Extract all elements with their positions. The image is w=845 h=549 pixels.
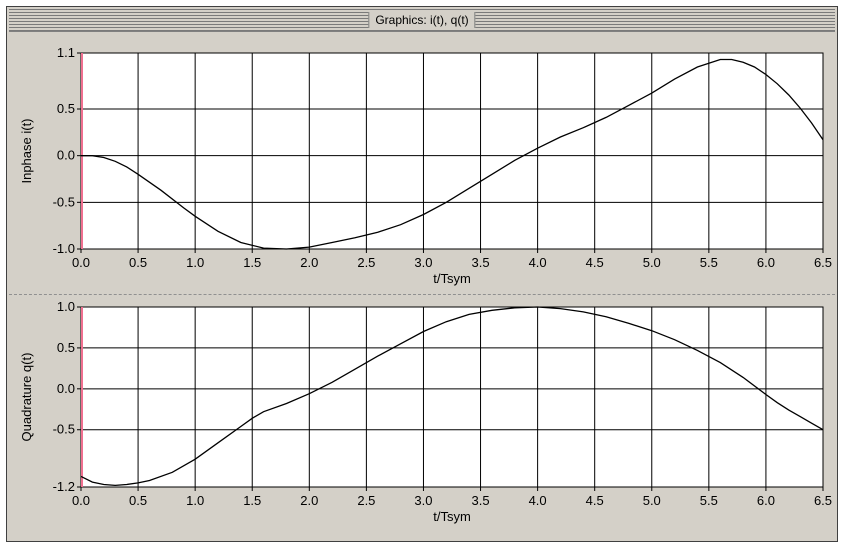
y-tick-label: 1.1	[57, 45, 75, 60]
x-tick-label: 3.5	[471, 493, 489, 508]
y-tick-label: 0.5	[57, 340, 75, 355]
x-tick-label: 2.5	[357, 493, 375, 508]
inphase-chart-panel: 0.0 0.5 1.0 1.5 2.0 2.5 3.0 3.5 4.0 4.5 5.0 5.5 6.0 6…	[9, 33, 835, 291]
x-tick-label: 0.0	[72, 255, 90, 270]
quadrature-chart-panel: 0.0 0.5 1.0 1.5 2.0 2.5 3.0 3.5 4.0 4.5 5.0 5.5 6.0 6…	[9, 294, 835, 540]
x-tick-label: 6.5	[814, 493, 832, 508]
x-tick-label: 6.5	[814, 255, 832, 270]
x-tick-label: 1.5	[243, 493, 261, 508]
x-tick-label: 3.0	[414, 255, 432, 270]
x-tick-label: 1.0	[186, 255, 204, 270]
x-tick-label: 5.5	[700, 255, 718, 270]
x-tick-label: 2.5	[357, 255, 375, 270]
x-tick-label: 4.0	[529, 255, 547, 270]
plot-area	[80, 52, 824, 250]
x-tick-label: 0.5	[129, 493, 147, 508]
y-tick-label: -0.5	[53, 194, 75, 209]
x-tick-label: 0.5	[129, 255, 147, 270]
x-tick-label: 3.5	[471, 255, 489, 270]
x-tick-label: 1.5	[243, 255, 261, 270]
x-tick-label: 0.0	[72, 493, 90, 508]
y-tick-label: 0.5	[57, 101, 75, 116]
x-tick-label: 2.0	[300, 493, 318, 508]
y-tick-label: 0.0	[57, 381, 75, 396]
x-tick-label: 5.0	[643, 493, 661, 508]
inphase-chart: 0.0 0.5 1.0 1.5 2.0 2.5 3.0 3.5 4.0 4.5 5.0 5.5 6.0 6…	[19, 45, 832, 286]
y-tick-label: 1.0	[57, 299, 75, 314]
y-axis-label: Quadrature q(t)	[19, 353, 34, 442]
x-tick-label: 5.5	[700, 493, 718, 508]
y-tick-label: 0.0	[57, 148, 75, 163]
y-tick-label: -1.2	[53, 479, 75, 494]
y-tick-label: -1.0	[53, 241, 75, 256]
x-tick-label: 4.5	[586, 255, 604, 270]
window-titlebar[interactable]: Graphics: i(t), q(t)	[9, 9, 835, 32]
x-tick-label: 5.0	[643, 255, 661, 270]
y-tick-label: -0.5	[53, 422, 75, 437]
x-tick-label: 6.0	[757, 255, 775, 270]
x-tick-label: 3.0	[414, 493, 432, 508]
series-line	[80, 306, 824, 487]
x-tick-label: 4.5	[586, 493, 604, 508]
window-title: Graphics: i(t), q(t)	[368, 12, 476, 28]
x-axis-label: t/Tsym	[433, 509, 471, 524]
plot-area	[80, 306, 824, 488]
x-tick-label: 1.0	[186, 493, 204, 508]
y-axis-label: Inphase i(t)	[19, 118, 34, 183]
quadrature-chart: 0.0 0.5 1.0 1.5 2.0 2.5 3.0 3.5 4.0 4.5 5.0 5.5 6.0 6…	[19, 299, 832, 524]
x-axis-label: t/Tsym	[433, 271, 471, 286]
x-tick-label: 2.0	[300, 255, 318, 270]
x-tick-label: 4.0	[529, 493, 547, 508]
series-line	[81, 58, 824, 250]
x-tick-label: 6.0	[757, 493, 775, 508]
graphics-window: Graphics: i(t), q(t) 0.0 0.5 1.0 1.5 2.0 2.5 3…	[6, 6, 838, 542]
